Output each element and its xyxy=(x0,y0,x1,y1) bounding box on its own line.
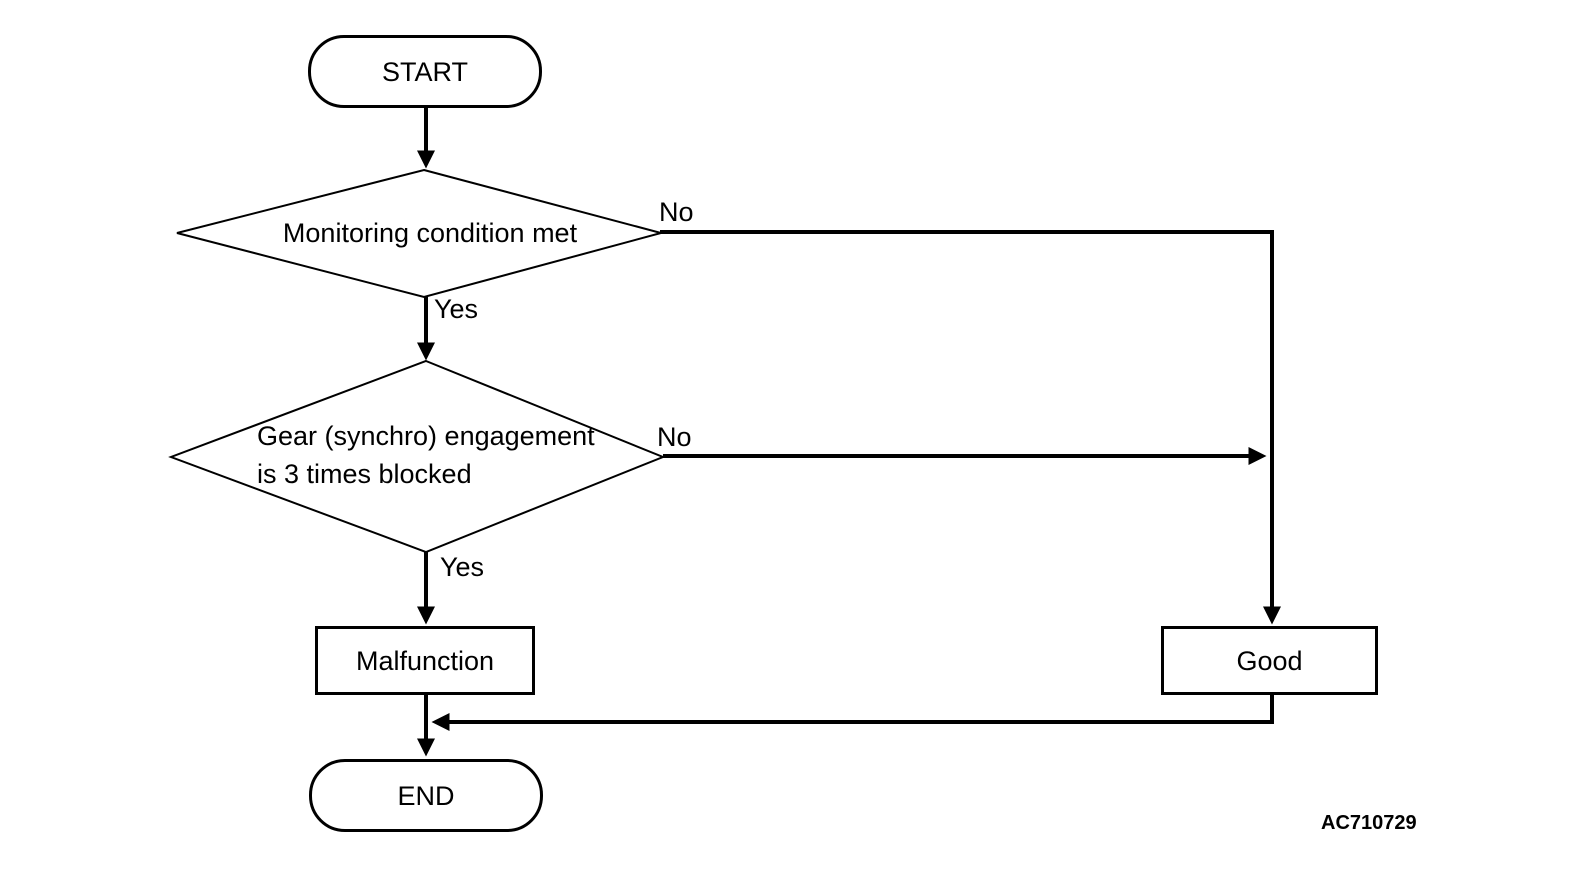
end-label: END xyxy=(397,780,455,811)
end-node: END xyxy=(309,759,543,832)
good-node: Good xyxy=(1161,626,1378,695)
decision2-label-line1: Gear (synchro) engagement xyxy=(257,421,595,451)
figure-code: AC710729 xyxy=(1321,812,1417,834)
edge-good-to-merge xyxy=(431,694,1274,731)
start-node: START xyxy=(308,35,542,108)
edge-decision1-no-to-good xyxy=(660,230,1281,625)
decision2-no-label: No xyxy=(657,422,692,452)
decision2-label-line2: is 3 times blocked xyxy=(257,459,472,489)
malfunction-label: Malfunction xyxy=(355,645,495,676)
decision2-yes-label: Yes xyxy=(440,552,485,582)
malfunction-node: Malfunction xyxy=(315,626,535,695)
decision1-no-label: No xyxy=(659,197,694,227)
decision1-label: Monitoring condition met xyxy=(282,218,578,248)
good-label: Good xyxy=(1236,645,1303,676)
decision1-yes-label: Yes xyxy=(434,294,479,324)
decision2-shape xyxy=(168,359,666,554)
decision2-label: Gear (synchro) engagement is 3 times blo… xyxy=(257,417,595,493)
decision1-shape xyxy=(176,168,665,299)
start-label: START xyxy=(381,56,468,87)
